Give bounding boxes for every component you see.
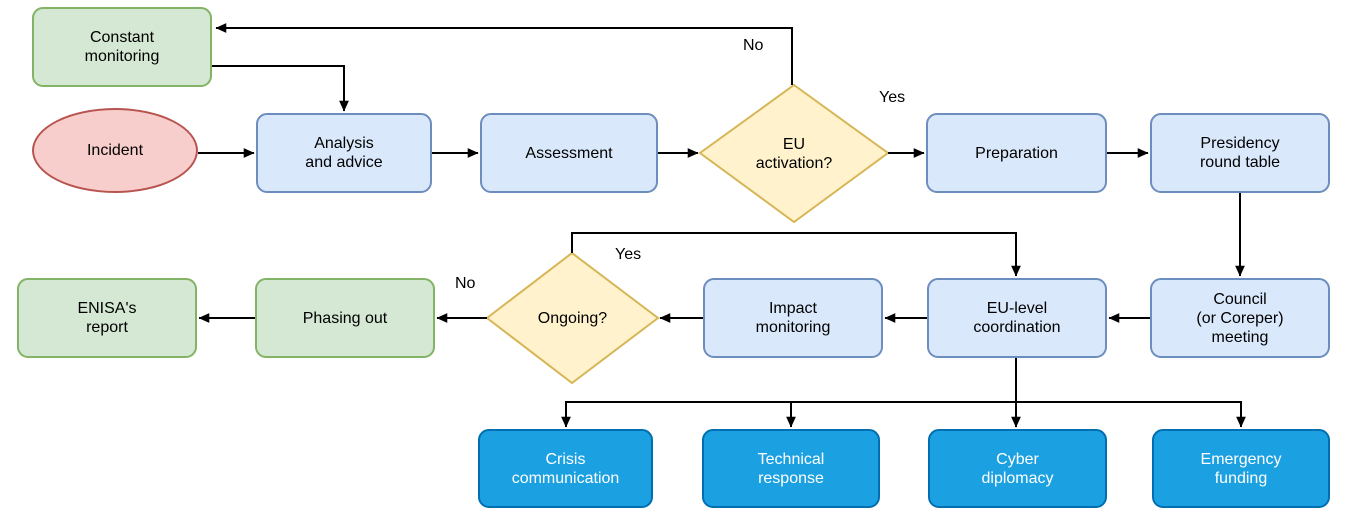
node-technical-response[interactable]: Technical response	[702, 429, 880, 508]
edge-label-ongoing-yes: Yes	[613, 246, 644, 264]
node-ongoing-decision[interactable]: Ongoing?	[537, 309, 608, 327]
node-enisas-report[interactable]: ENISA's report	[17, 278, 197, 358]
node-eu-activation-decision[interactable]: EU activation?	[755, 135, 833, 172]
node-impact-monitoring[interactable]: Impact monitoring	[703, 278, 883, 358]
diamond-ongoing	[485, 251, 660, 385]
node-constant-monitoring[interactable]: Constant monitoring	[32, 7, 212, 87]
node-council-meeting[interactable]: Council (or Coreper) meeting	[1150, 278, 1330, 358]
node-presidency-round-table[interactable]: Presidency round table	[1150, 113, 1330, 193]
node-analysis-and-advice[interactable]: Analysis and advice	[256, 113, 432, 193]
edge-label-ongoing-no: No	[453, 275, 478, 293]
edge-label-activation-no: No	[741, 37, 766, 55]
edge-label-activation-yes: Yes	[877, 89, 908, 107]
diamond-eu-activation	[698, 83, 890, 224]
node-emergency-funding[interactable]: Emergency funding	[1152, 429, 1330, 508]
edge-coordination-to-funding	[1016, 401, 1246, 428]
node-crisis-communication[interactable]: Crisis communication	[478, 429, 653, 508]
node-assessment[interactable]: Assessment	[480, 113, 658, 193]
node-phasing-out[interactable]: Phasing out	[255, 278, 435, 358]
node-cyber-diplomacy[interactable]: Cyber diplomacy	[928, 429, 1107, 508]
node-preparation[interactable]: Preparation	[926, 113, 1107, 193]
node-eu-level-coordination[interactable]: EU-level coordination	[927, 278, 1107, 358]
edge-activation-no-to-monitoring	[215, 23, 793, 85]
edge-ongoing-yes-to-coordination	[571, 232, 1021, 277]
node-incident[interactable]: Incident	[32, 108, 198, 193]
edge-monitoring-to-analysis	[212, 65, 349, 112]
edge-coordination-to-technical	[786, 401, 1016, 428]
